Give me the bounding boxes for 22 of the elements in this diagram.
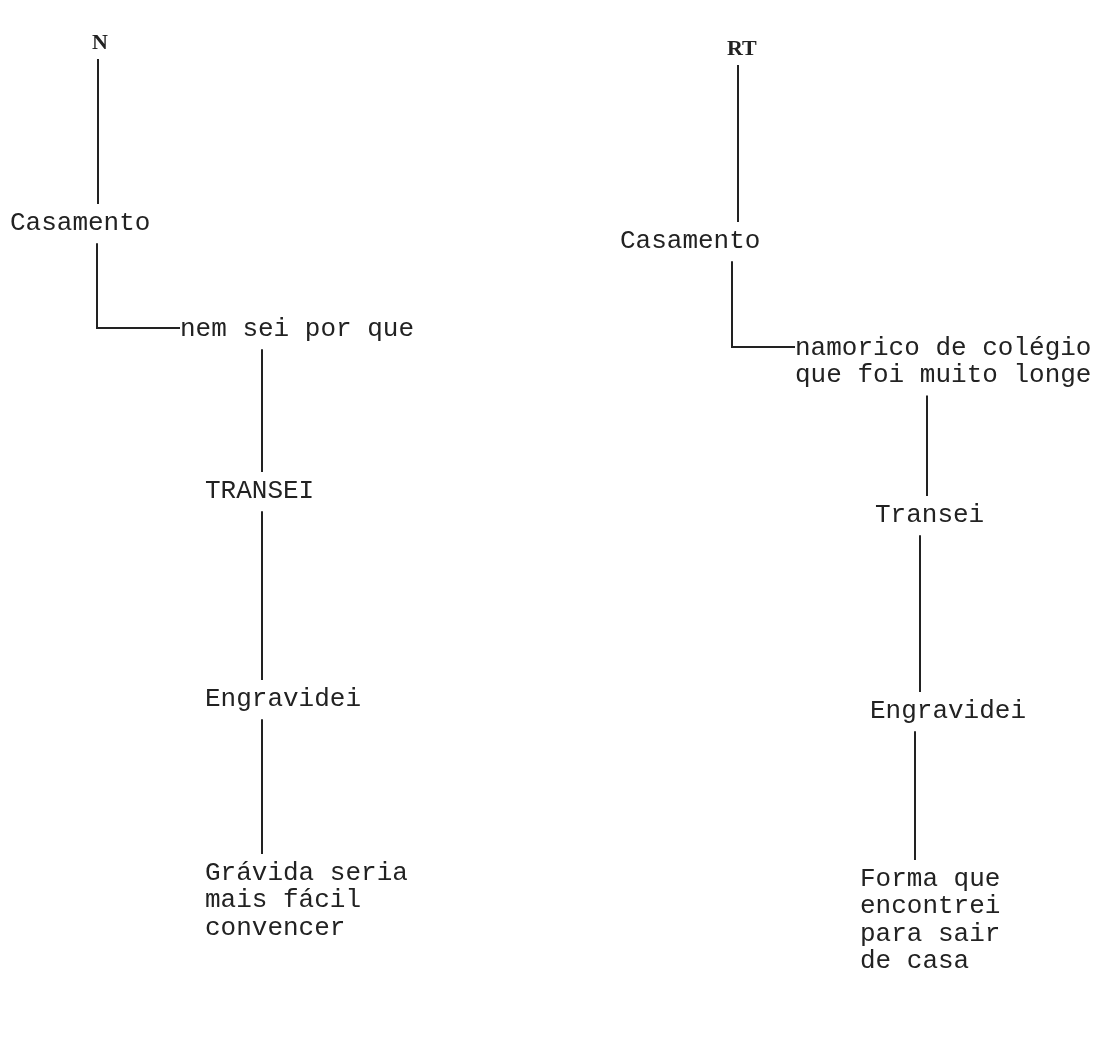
- group-heading: N: [92, 30, 108, 54]
- node-text: Engravidei: [870, 698, 1027, 726]
- node-text: namorico de colégio que foi muito longe: [795, 335, 1115, 390]
- connector-line: [96, 242, 181, 329]
- node-text: Casamento: [620, 228, 761, 256]
- connector-line: [914, 730, 916, 861]
- node-text: Grávida seria mais fácil convencer: [205, 860, 415, 942]
- connector-line: [97, 58, 99, 205]
- connector-line: [731, 260, 796, 348]
- connector-line: [261, 348, 263, 473]
- node-text: nem sei por que: [180, 316, 415, 344]
- connector-line: [261, 510, 263, 681]
- group-heading: RT: [727, 36, 757, 60]
- connector-line: [737, 64, 739, 223]
- node-text: TRANSEI: [205, 478, 315, 506]
- connector-line: [261, 718, 263, 855]
- node-text: Engravidei: [205, 686, 362, 714]
- node-text: Transei: [875, 502, 985, 530]
- connector-line: [926, 394, 928, 497]
- node-text: Forma que encontrei para sair de casa: [860, 866, 1010, 976]
- node-text: Casamento: [10, 210, 151, 238]
- connector-line: [919, 534, 921, 693]
